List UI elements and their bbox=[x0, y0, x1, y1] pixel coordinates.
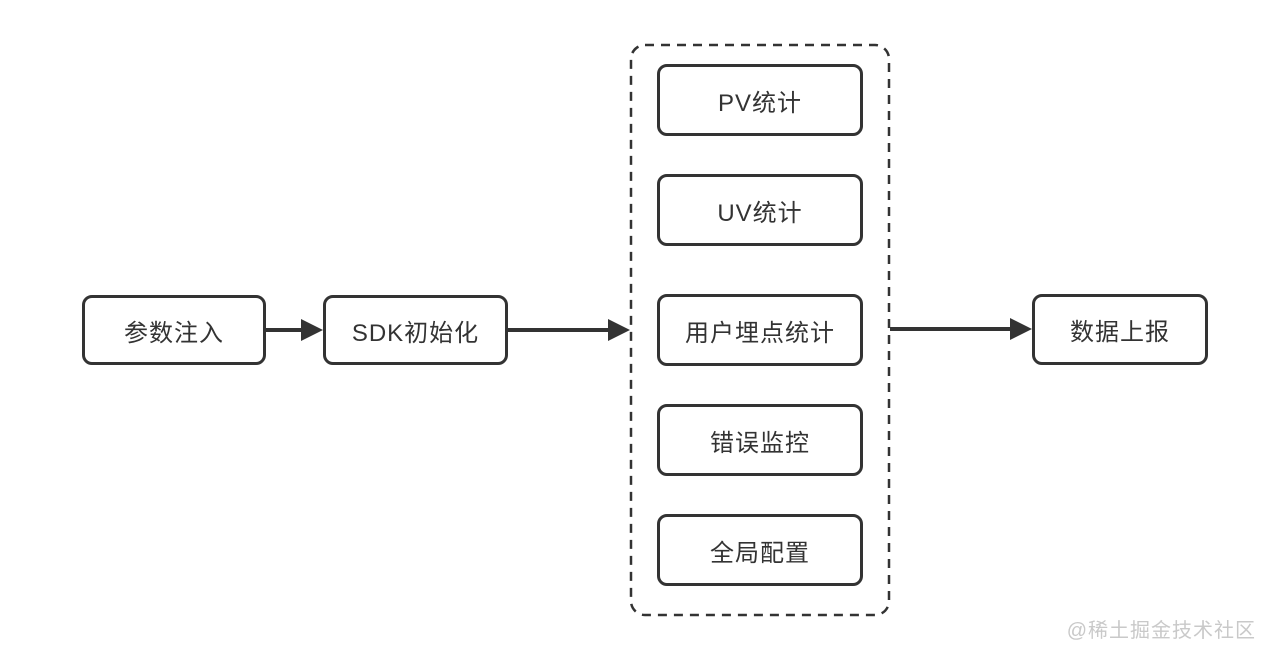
module-uv-stats-label: UV统计 bbox=[717, 199, 803, 227]
module-group-dashed-border bbox=[629, 43, 891, 617]
module-user-tracking-stats-label: 用户埋点统计 bbox=[685, 319, 835, 347]
arrow-sdk-to-modules bbox=[508, 319, 630, 341]
module-global-config-label: 全局配置 bbox=[710, 539, 810, 567]
module-error-monitoring-label: 错误监控 bbox=[710, 429, 810, 457]
node-sdk-init-label: SDK初始化 bbox=[351, 319, 480, 347]
node-sdk-init: SDK初始化 bbox=[323, 295, 508, 365]
module-user-tracking-stats: 用户埋点统计 bbox=[657, 294, 863, 366]
module-pv-stats: PV统计 bbox=[657, 64, 863, 136]
module-pv-stats-label: PV统计 bbox=[717, 89, 802, 117]
watermark-text: @稀土掘金技术社区 bbox=[1066, 620, 1256, 642]
node-param-injection: 参数注入 bbox=[82, 295, 266, 365]
node-data-report-label: 数据上报 bbox=[1070, 319, 1170, 346]
module-error-monitoring: 错误监控 bbox=[657, 404, 863, 476]
node-data-report: 数据上报 bbox=[1032, 294, 1208, 365]
module-global-config: 全局配置 bbox=[657, 514, 863, 586]
arrow-modules-to-report bbox=[890, 318, 1032, 340]
node-param-injection-label: 参数注入 bbox=[124, 319, 224, 347]
arrow-param-to-sdk bbox=[266, 319, 323, 341]
module-uv-stats: UV统计 bbox=[657, 174, 863, 246]
